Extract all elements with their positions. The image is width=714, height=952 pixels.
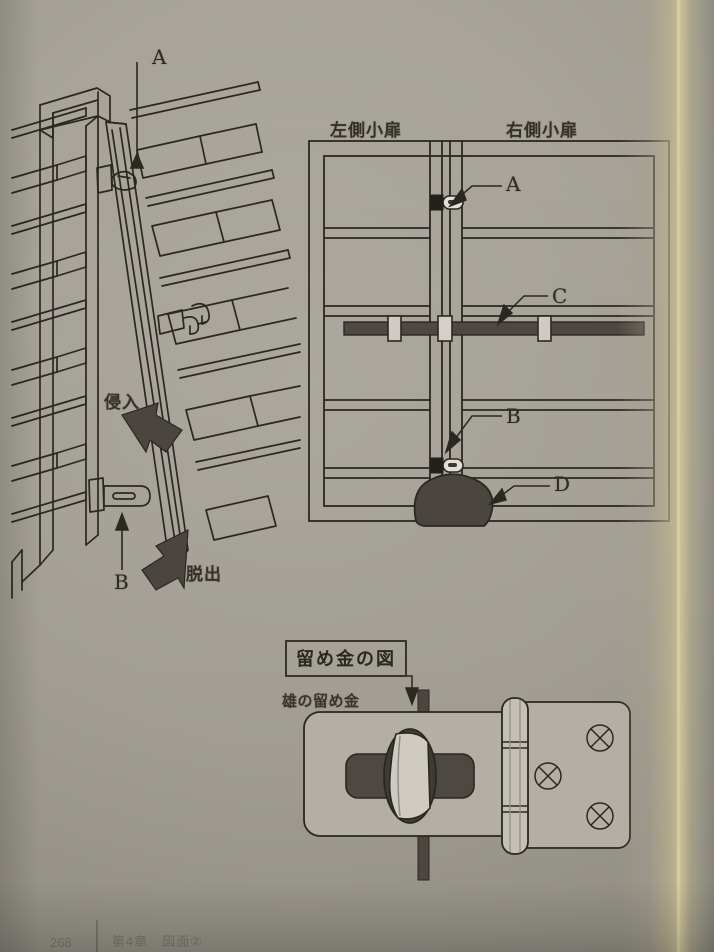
- latch-hardware-diagram: [290, 675, 680, 881]
- marker-b-label-front: B: [506, 404, 521, 428]
- latch-figure-title: 留め金の図: [285, 640, 407, 677]
- marker-d-label-front: D: [554, 472, 571, 496]
- right-door-label: 右側小扉: [506, 121, 578, 141]
- marker-a-label-front: A: [506, 172, 521, 196]
- front-view-double-door-diagram: [306, 138, 676, 538]
- page-footer: 268 第4章 図面②: [0, 908, 714, 952]
- page-number: 268: [50, 935, 72, 950]
- left-door-label: 左側小扉: [330, 121, 402, 141]
- footer-divider: [96, 920, 98, 952]
- intrusion-label: 侵入: [104, 393, 140, 413]
- escape-label: 脱出: [186, 565, 222, 585]
- marker-a-label-perspective: A: [152, 45, 167, 69]
- perspective-louver-door-diagram: [0, 30, 301, 610]
- male-latch-label: 雄の留め金: [282, 692, 360, 710]
- marker-b-label-perspective: B: [114, 570, 129, 594]
- marker-c-label-front: C: [552, 284, 568, 308]
- footer-chapter-text: 第4章 図面②: [112, 934, 203, 949]
